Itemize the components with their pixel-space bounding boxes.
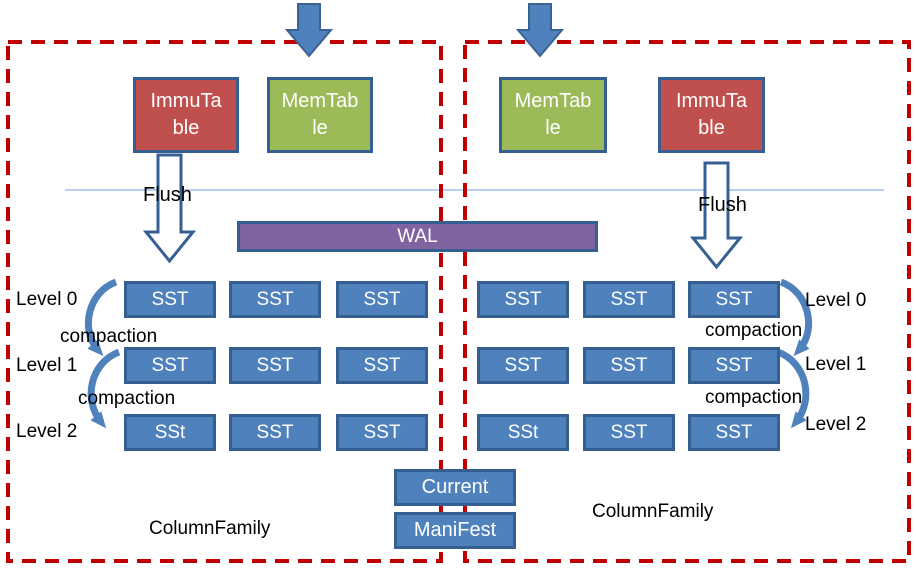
columnfamily-label-right: ColumnFamily — [592, 501, 714, 522]
sst-box: SST — [124, 281, 216, 318]
compaction-arrow-right-l0-l1-icon — [779, 278, 813, 356]
level2-label-left: Level 2 — [16, 421, 78, 442]
level1-label-right: Level 1 — [805, 354, 867, 375]
flush-label-right: Flush — [698, 194, 747, 216]
level2-label-right: Level 2 — [805, 414, 867, 435]
sst-box: SST — [583, 414, 675, 451]
flush-label-left: Flush — [143, 184, 192, 206]
compaction-arrow-left-l0-l1-icon — [84, 278, 118, 356]
left-columnfamily-dashed-border — [6, 40, 443, 563]
level0-label-right: Level 0 — [805, 290, 867, 311]
right-columnfamily-dashed-border — [463, 40, 911, 563]
sst-box: SST — [124, 347, 216, 384]
sst-box: SST — [583, 281, 675, 318]
compaction-arrow-left-l1-l2-icon — [87, 348, 121, 429]
sst-box: SST — [688, 347, 780, 384]
write-arrow-left-icon — [284, 3, 334, 58]
level0-label-left: Level 0 — [16, 289, 78, 310]
sst-box: SST — [477, 347, 569, 384]
memtable-box-left: MemTab le — [267, 77, 373, 153]
immutable-box-left: ImmuTa ble — [133, 77, 239, 153]
sst-box: SST — [688, 414, 780, 451]
sst-box: SST — [229, 347, 321, 384]
sst-box: SST — [336, 281, 428, 318]
sst-box: SSt — [124, 414, 216, 451]
sst-box: SST — [583, 347, 675, 384]
manifest-box: ManiFest — [394, 512, 516, 549]
memtable-box-right: MemTab le — [499, 77, 607, 153]
sst-box: SST — [336, 347, 428, 384]
compaction-arrow-right-l1-l2-icon — [776, 348, 810, 429]
columnfamily-label-left: ColumnFamily — [149, 518, 271, 539]
sst-box: SST — [688, 281, 780, 318]
sst-box: SST — [477, 281, 569, 318]
level1-label-left: Level 1 — [16, 355, 78, 376]
flush-arrow-left-icon — [142, 153, 197, 264]
compaction-label-left-1: compaction — [60, 326, 158, 347]
sst-box: SSt — [477, 414, 569, 451]
sst-box: SST — [229, 281, 321, 318]
current-box: Current — [394, 469, 516, 506]
compaction-label-right-2: compaction — [705, 387, 803, 408]
flush-arrow-right-icon — [689, 161, 744, 270]
sst-box: SST — [229, 414, 321, 451]
compaction-label-left-2: compaction — [78, 388, 176, 409]
write-arrow-right-icon — [515, 3, 565, 58]
immutable-box-right: ImmuTa ble — [658, 77, 765, 153]
compaction-label-right-1: compaction — [705, 320, 803, 341]
sst-box: SST — [336, 414, 428, 451]
wal-box: WAL — [237, 221, 598, 252]
